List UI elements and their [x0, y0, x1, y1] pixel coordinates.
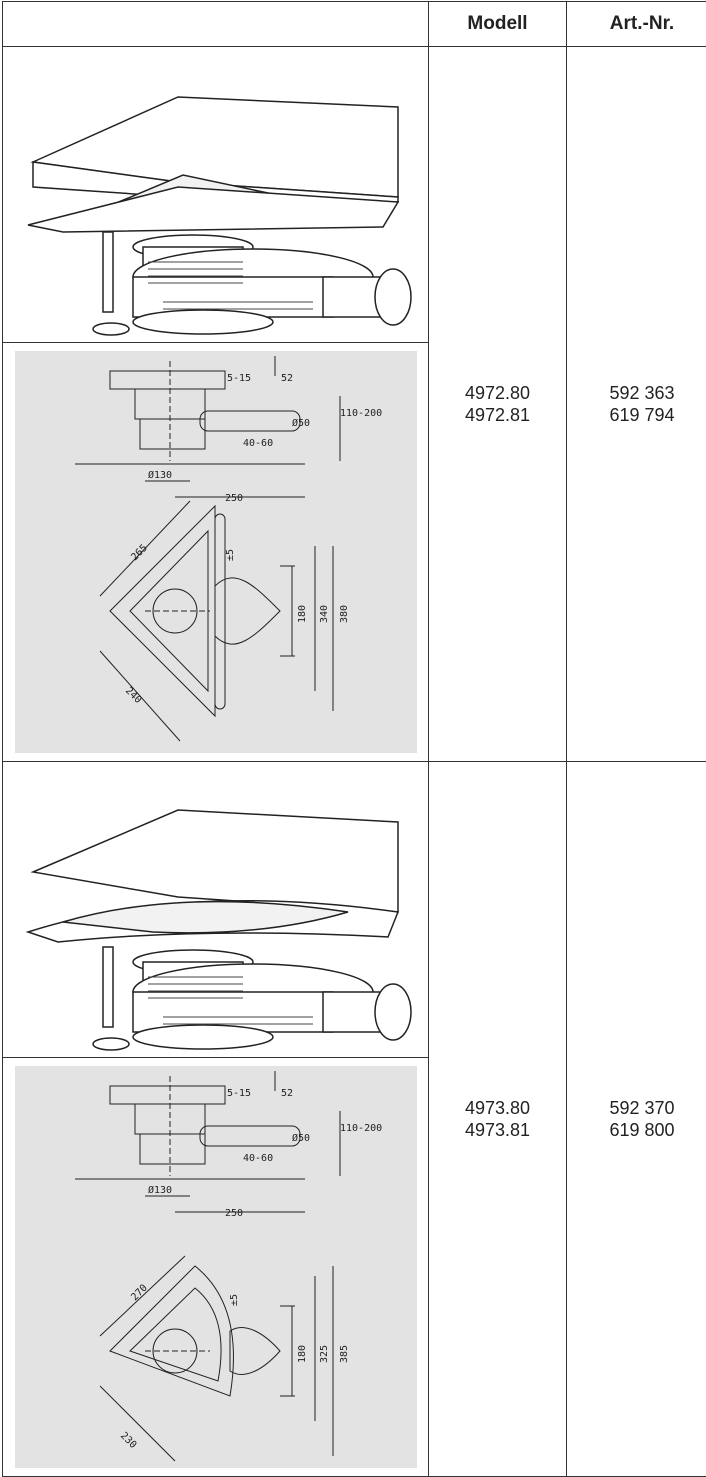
article-number: 619 800 [567, 1119, 706, 1141]
dim-w3: 380 [339, 605, 350, 623]
article-number: 592 363 [567, 382, 706, 404]
dim-length: 250 [225, 493, 243, 504]
technical-drawing-cell: 5-15 52 Ø50 110-200 40-60 Ø130 250 265 2… [3, 343, 429, 762]
dim-frame: 5-15 [227, 1088, 251, 1099]
dim-tolerance: ±5 [229, 1294, 240, 1306]
dim-top: 52 [281, 373, 293, 384]
dim-frame: 5-15 [227, 373, 251, 384]
dim-height-range: 110-200 [340, 1123, 382, 1134]
dim-height-range: 110-200 [340, 408, 382, 419]
dim-adjust: 40-60 [243, 1153, 273, 1164]
drain-render-illustration [3, 762, 428, 1057]
dim-inlet: Ø50 [292, 417, 310, 429]
dim-w2: 340 [319, 605, 330, 623]
model-number: 4973.81 [429, 1119, 566, 1141]
model-cell: 4972.80 4972.81 [429, 47, 567, 762]
model-number: 4972.81 [429, 404, 566, 426]
dim-top: 52 [281, 1088, 293, 1099]
product-render-quarter-round [3, 762, 429, 1058]
article-number: 592 370 [567, 1097, 706, 1119]
dim-w1: 180 [297, 605, 308, 623]
dim-length: 250 [225, 1208, 243, 1219]
header-row: Modell Art.-Nr. [3, 2, 706, 47]
dimension-drawing: 5-15 52 Ø50 110-200 40-60 Ø130 250 270 2… [15, 1066, 417, 1468]
dim-inlet: Ø50 [292, 1132, 310, 1144]
product-row: 4972.80 4972.81 592 363 619 794 [3, 47, 706, 343]
artnr-cell: 592 363 619 794 [567, 47, 706, 762]
dim-side-b: 230 [118, 1430, 139, 1451]
header-artnr: Art.-Nr. [567, 2, 706, 47]
technical-drawing-cell: 5-15 52 Ø50 110-200 40-60 Ø130 250 270 2… [3, 1058, 429, 1477]
header-model: Modell [429, 2, 567, 47]
artnr-cell: 592 370 619 800 [567, 762, 706, 1477]
dim-side-a: 270 [129, 1283, 150, 1304]
dim-w2: 325 [319, 1345, 330, 1363]
dim-body-diameter: Ø130 [148, 1184, 172, 1196]
model-number: 4973.80 [429, 1097, 566, 1119]
product-row: 4973.80 4973.81 592 370 619 800 [3, 762, 706, 1058]
technical-drawing-panel: 5-15 52 Ø50 110-200 40-60 Ø130 250 265 2… [15, 351, 417, 753]
dim-w1: 180 [297, 1345, 308, 1363]
dim-adjust: 40-60 [243, 438, 273, 449]
dim-body-diameter: Ø130 [148, 469, 172, 481]
article-number: 619 794 [567, 404, 706, 426]
dim-w3: 385 [339, 1345, 350, 1363]
model-number: 4972.80 [429, 382, 566, 404]
drain-render-illustration [3, 47, 428, 342]
technical-drawing-panel: 5-15 52 Ø50 110-200 40-60 Ø130 250 270 2… [15, 1066, 417, 1468]
dim-tolerance: ±5 [225, 549, 236, 561]
product-render-triangle [3, 47, 429, 343]
dim-side-b: 240 [123, 685, 144, 706]
dimension-drawing: 5-15 52 Ø50 110-200 40-60 Ø130 250 265 2… [15, 351, 417, 753]
model-cell: 4973.80 4973.81 [429, 762, 567, 1477]
header-empty-cell [3, 2, 429, 47]
dim-side-a: 265 [129, 543, 150, 564]
